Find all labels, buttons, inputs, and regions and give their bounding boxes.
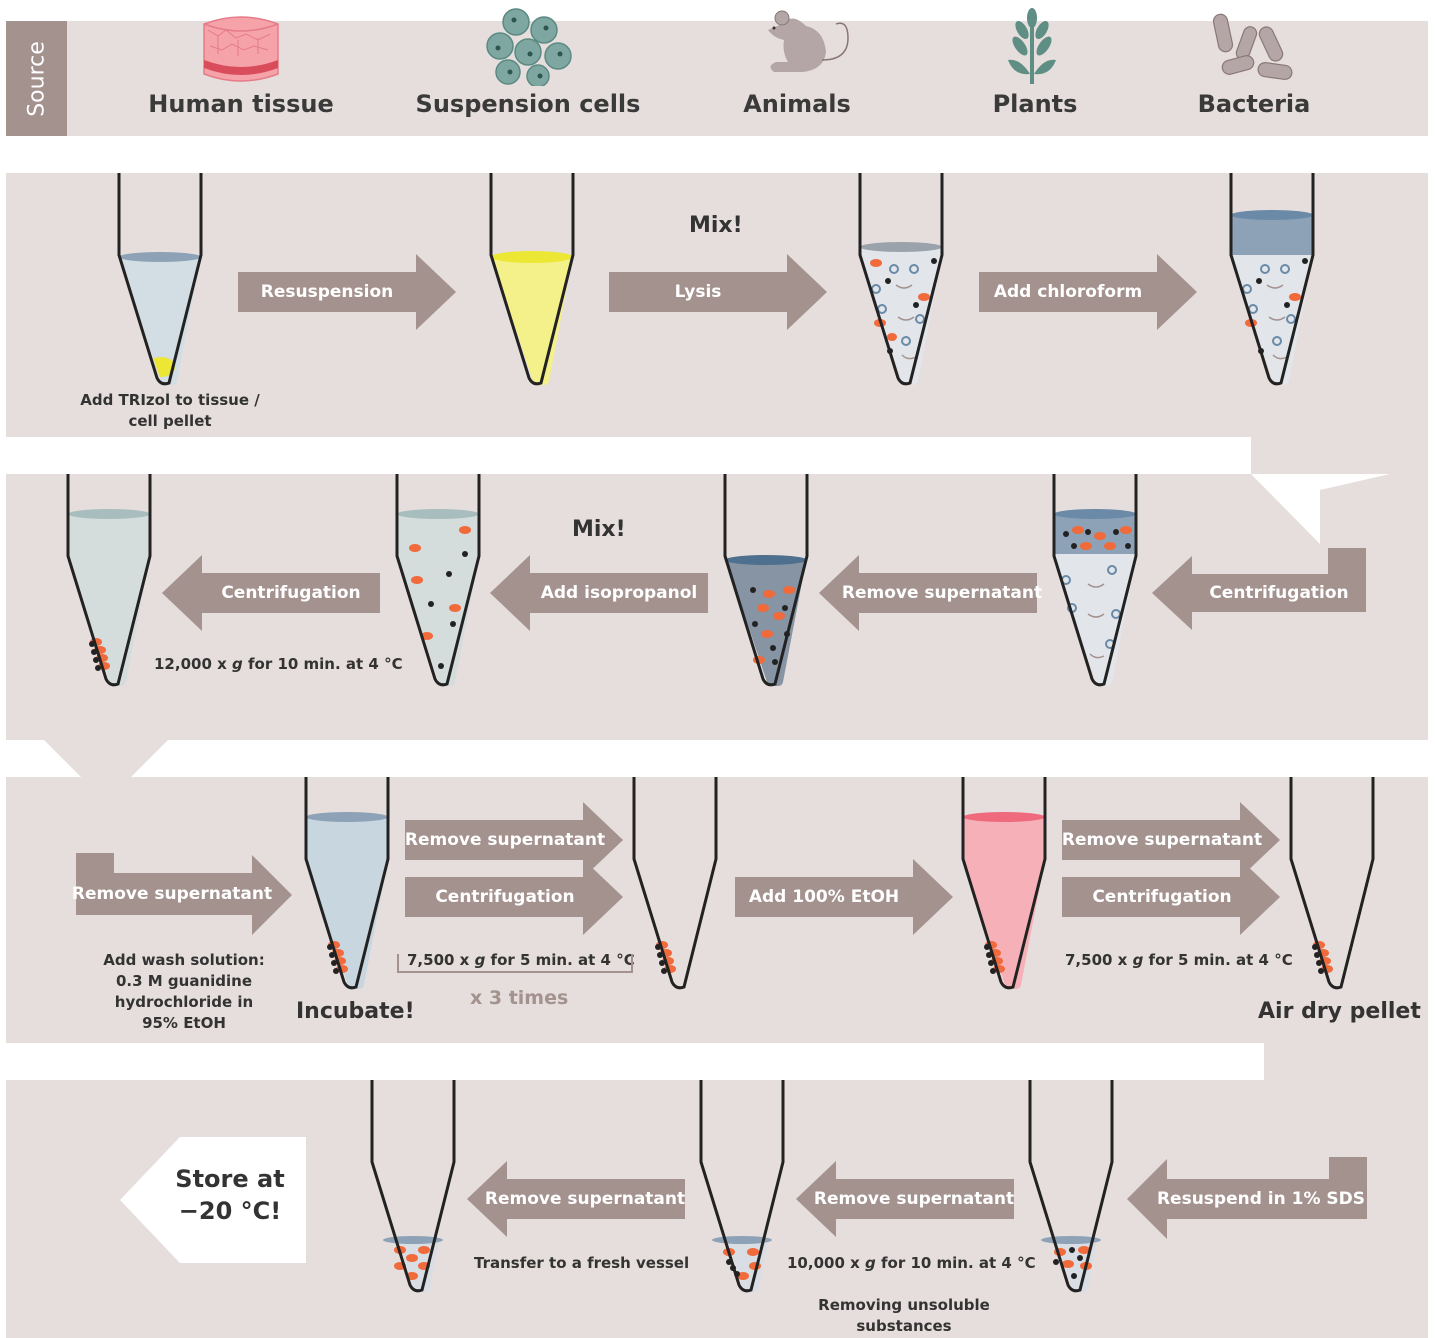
arrow-remove-supernatant-3a-label: Remove supernatant: [76, 873, 268, 915]
arrow-remove-supernatant-3a: Remove supernatant: [76, 853, 292, 937]
arrow-centrifugation-3a: Centrifugation: [405, 859, 623, 935]
mix-label-2: Mix!: [572, 517, 626, 542]
arrow-remove-supernatant-4b-label: Remove supernatant: [485, 1161, 685, 1237]
mix-label-1: Mix!: [689, 213, 743, 238]
tube-aqueous-phase: [723, 474, 811, 689]
arrow-centrifugation-2a-label: Centrifugation: [202, 555, 380, 631]
arrow-centrifugation-3b-label: Centrifugation: [1062, 859, 1262, 935]
centrifuge-condition-10000: 10,000 x g for 10 min. at 4 °C: [787, 1253, 1036, 1274]
arrow-remove-supernatant-4a-label: Remove supernatant: [814, 1161, 1014, 1237]
arrow-resuspension-label: Resuspension: [238, 254, 416, 330]
arrow-centrifugation-3a-label: Centrifugation: [405, 859, 605, 935]
tube-ethanol: [961, 777, 1049, 992]
arrow-centrifugation-3b: Centrifugation: [1062, 859, 1280, 935]
arrow-add-ethanol-label: Add 100% EtOH: [735, 859, 913, 935]
tube-wash: [304, 777, 392, 992]
transfer-caption: Transfer to a fresh vessel: [474, 1253, 689, 1274]
tube-pellet-final: [66, 474, 154, 689]
store-label: Store at −20 °C!: [160, 1163, 300, 1227]
tube-trizol: [117, 173, 205, 388]
wash-solution-caption: Add wash solution: 0.3 M guanidine hydro…: [96, 950, 272, 1034]
centrifuge-condition-7500b: 7,500 x g for 5 min. at 4 °C: [1065, 950, 1293, 971]
arrow-centrifugation-2a: Centrifugation: [162, 555, 380, 631]
incubate-label: Incubate!: [296, 999, 415, 1024]
trizol-caption: Add TRIzol to tissue / cell pellet: [70, 390, 270, 432]
tube-lysate: [858, 173, 946, 388]
arrow-add-chloroform-label: Add chloroform: [979, 254, 1157, 330]
tube-resuspended: [489, 173, 577, 388]
arrow-add-chloroform: Add chloroform: [979, 254, 1197, 330]
arrow-resuspend-sds: Resuspend in 1% SDS: [1127, 1157, 1367, 1241]
arrow-centrifugation-2b: Centrifugation: [1152, 548, 1366, 632]
arrow-lysis-label: Lysis: [609, 254, 787, 330]
arrow-remove-supernatant-2: Remove supernatant: [819, 555, 1037, 631]
removing-insoluble-caption: Removing unsoluble substances: [804, 1295, 1004, 1337]
tube-isopropanol: [395, 474, 483, 689]
arrow-centrifugation-2b-label: Centrifugation: [1192, 574, 1366, 612]
arrow-resuspension: Resuspension: [238, 254, 456, 330]
tube-chloroform: [1229, 173, 1317, 388]
arrow-lysis: Lysis: [609, 254, 827, 330]
centrifuge-condition-12000: 12,000 x g for 10 min. at 4 °C: [154, 654, 403, 675]
repeat-bracket: [396, 952, 636, 976]
arrow-add-isopropanol-label: Add isopropanol: [530, 555, 708, 631]
tube-dried-pellet: [1289, 777, 1377, 992]
arrow-resuspend-sds-label: Resuspend in 1% SDS: [1155, 1179, 1367, 1219]
tube-fresh-vessel: [370, 1080, 458, 1295]
repeat-label: x 3 times: [470, 988, 568, 1009]
tube-washed-pellet: [632, 777, 720, 992]
tube-sds: [1028, 1080, 1116, 1295]
arrow-remove-supernatant-2-label: Remove supernatant: [847, 555, 1037, 631]
air-dry-label: Air dry pellet: [1258, 999, 1421, 1024]
arrow-add-ethanol: Add 100% EtOH: [735, 859, 953, 935]
arrow-remove-supernatant-4b: Remove supernatant: [467, 1161, 685, 1237]
arrow-add-isopropanol: Add isopropanol: [490, 555, 708, 631]
tube-phase-separated: [1052, 474, 1140, 689]
tube-insoluble: [699, 1080, 787, 1295]
arrow-remove-supernatant-4a: Remove supernatant: [796, 1161, 1014, 1237]
